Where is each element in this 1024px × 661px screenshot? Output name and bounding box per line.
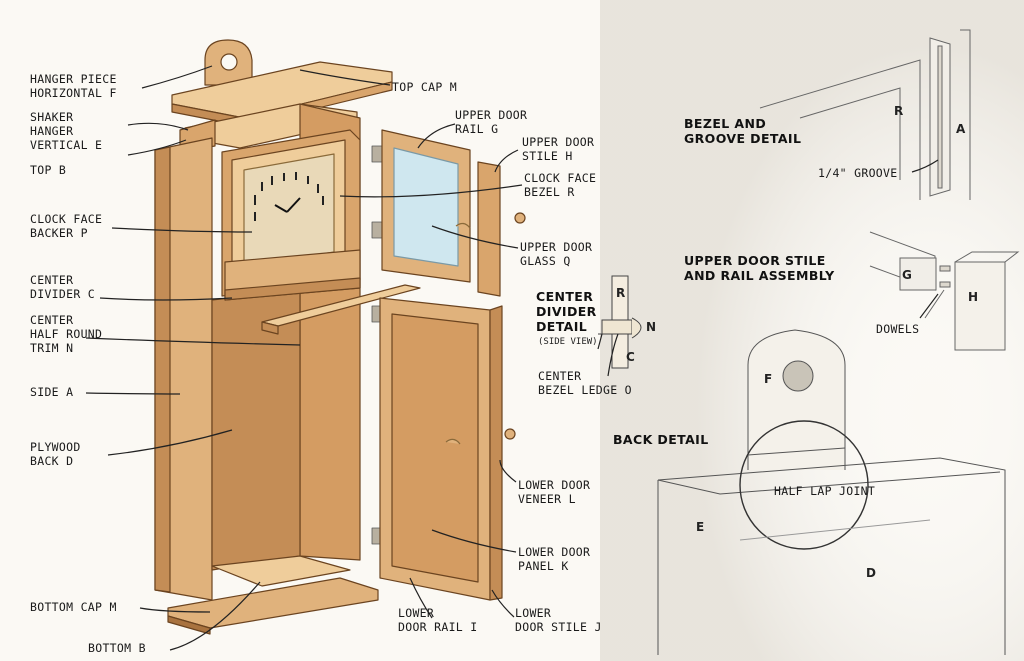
label-dowels: DOWELS — [876, 322, 920, 336]
letter-cd-c: C — [626, 350, 635, 364]
hanger-hole — [220, 53, 238, 71]
letter-back-d: D — [866, 566, 876, 580]
detail-background — [600, 0, 1024, 661]
upper-knob — [514, 212, 526, 224]
letter-stile-h: H — [968, 290, 979, 304]
lower-knob — [504, 428, 516, 440]
upper-door-glass-q — [393, 147, 459, 267]
letter-bezel-a: A — [956, 122, 966, 136]
letter-cd-r: R — [616, 286, 626, 300]
label-side-a: SIDE A — [30, 385, 74, 399]
center-divider-detail-sketch — [598, 275, 642, 369]
letter-back-e: E — [696, 520, 705, 534]
label-top-b: TOP B — [30, 163, 67, 177]
letter-rail-g: G — [902, 268, 912, 282]
back-detail-sketch — [657, 329, 1006, 655]
lower-door-veneer-l — [489, 305, 503, 601]
lower-door-panel-k — [391, 313, 479, 583]
label-top-cap: TOP CAP M — [392, 80, 458, 94]
clock-numerals — [254, 172, 324, 221]
letter-bezel-r: R — [894, 104, 904, 118]
clock-hands — [274, 197, 301, 213]
plywood-back-d — [211, 289, 301, 571]
label-bottom-cap: BOTTOM CAP M — [30, 600, 117, 614]
note-side-view: (SIDE VIEW) — [538, 337, 598, 347]
bottom-b — [211, 555, 351, 587]
stile-rail-sketch — [869, 231, 1020, 351]
label-bottom-b: BOTTOM B — [88, 641, 146, 655]
label-groove: 1/4" GROOVE — [818, 166, 898, 180]
label-half-lap-joint: HALF LAP JOINT — [774, 484, 876, 498]
cabinet-exploded — [154, 39, 526, 635]
leader-lines — [85, 65, 939, 651]
letter-back-f: F — [764, 372, 773, 386]
bezel-groove-sketch — [759, 29, 971, 200]
letter-cd-n: N — [646, 320, 657, 334]
upper-door-stile-h — [477, 161, 501, 297]
heading-back-detail: BACK DETAIL — [613, 432, 709, 447]
